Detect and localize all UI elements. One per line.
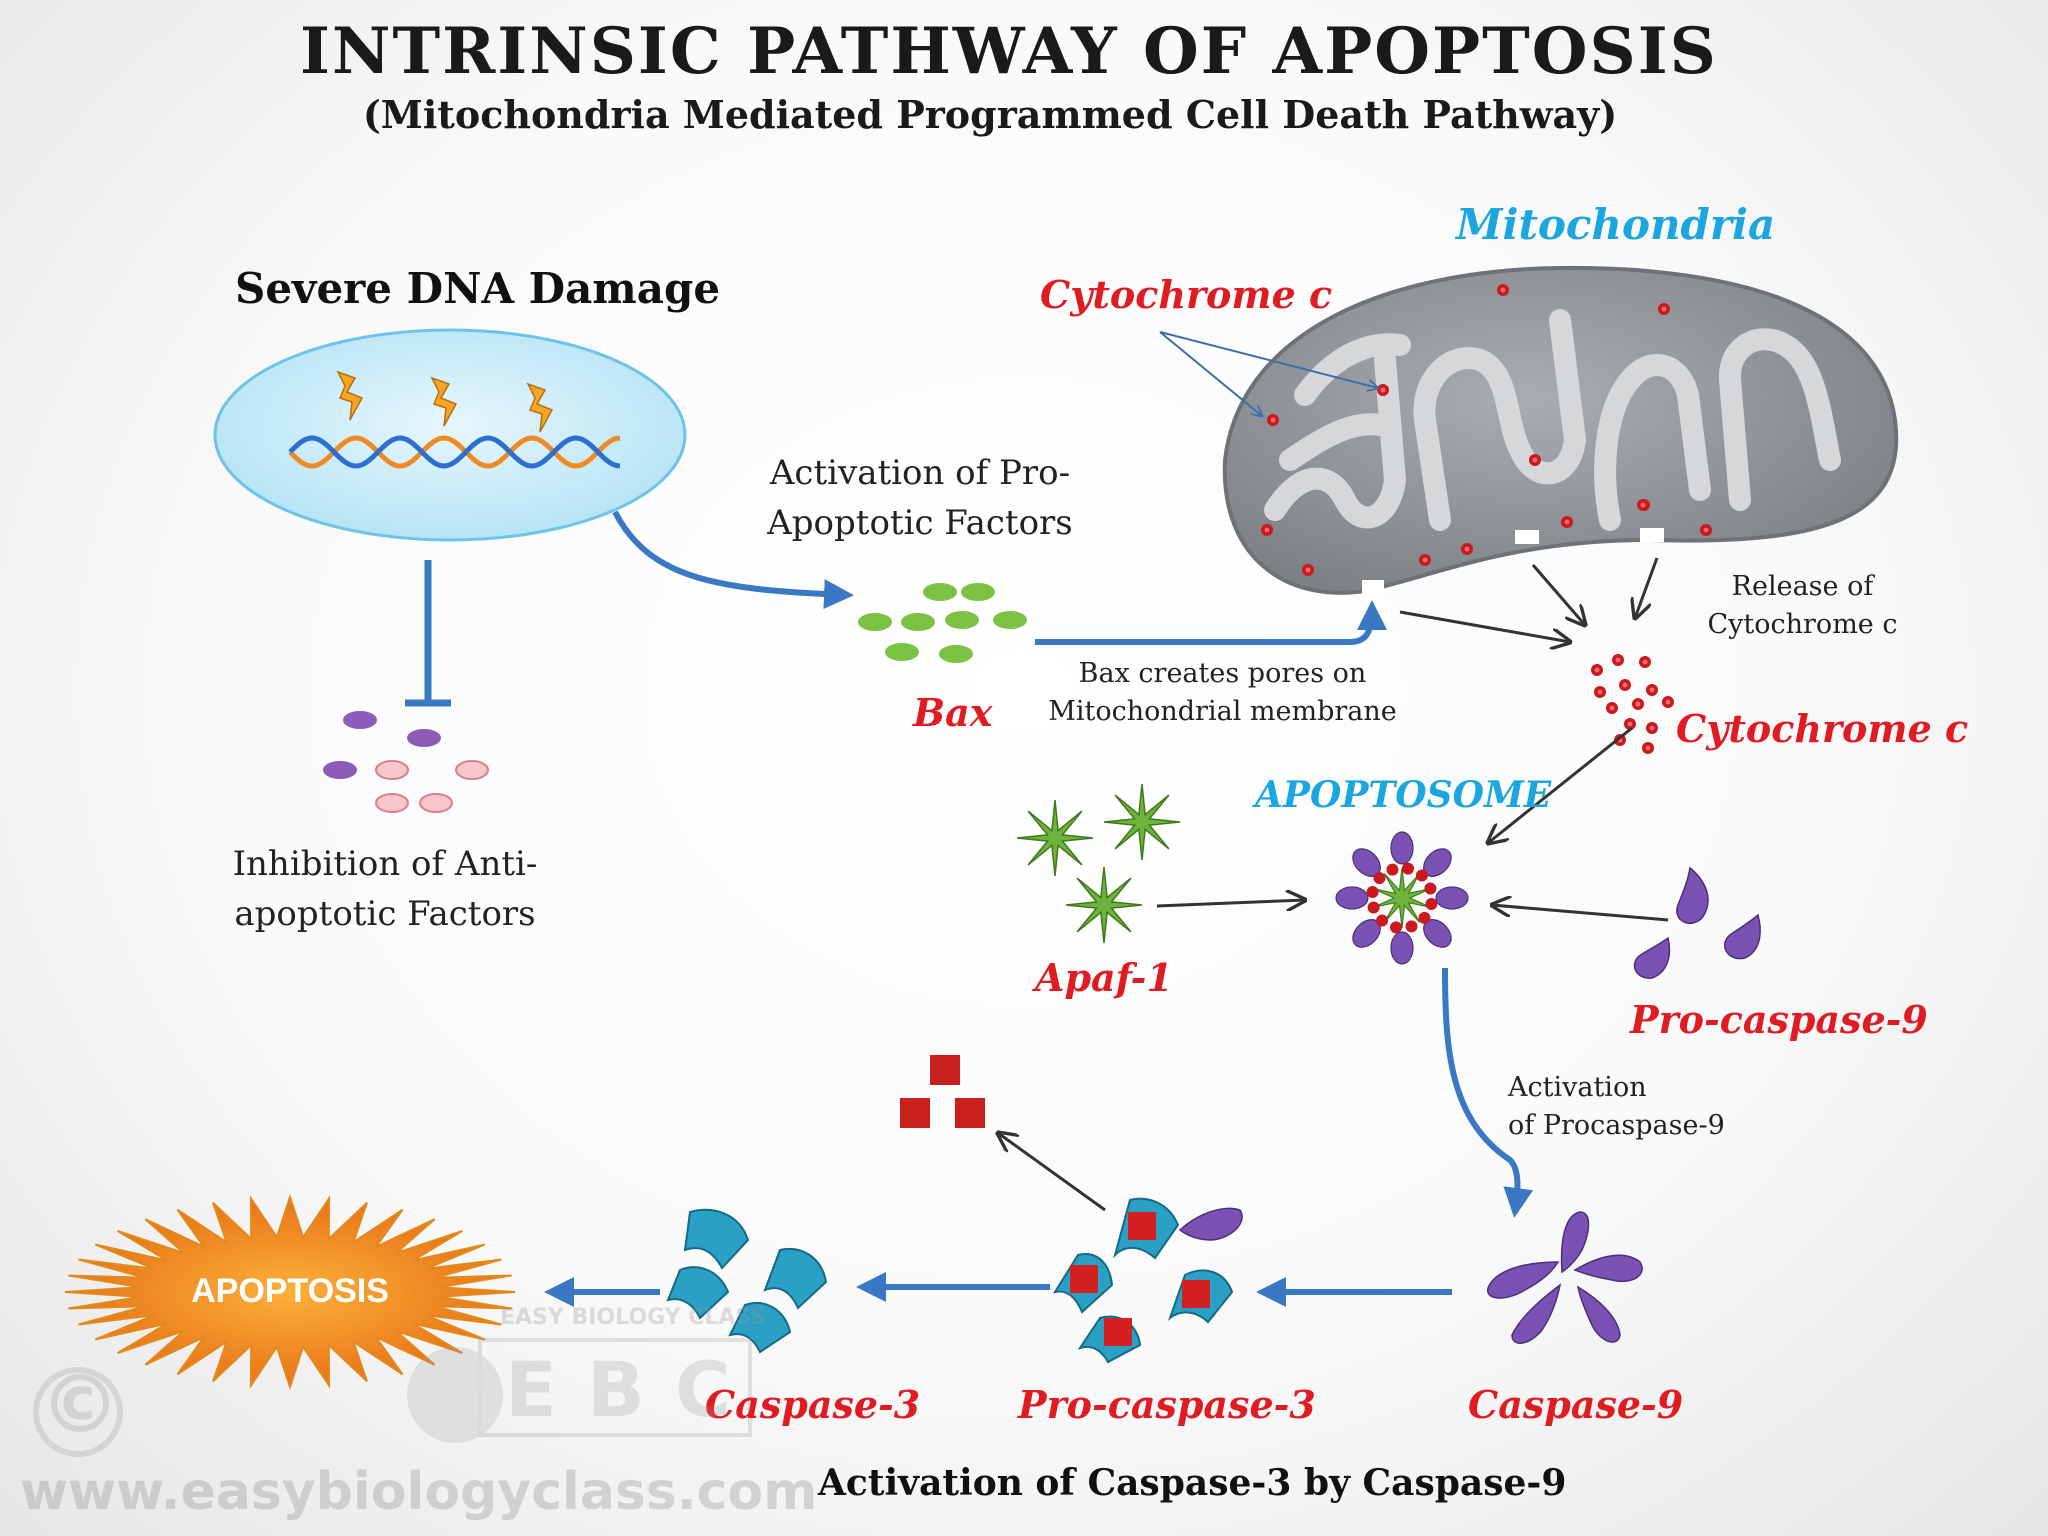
procaspase9-label: Pro-caspase-9 <box>1630 997 1928 1042</box>
bottom-caption: Activation of Caspase-3 by Caspase-9 <box>818 1462 1567 1504</box>
bax-pores-line1: Bax creates pores on <box>1078 658 1367 689</box>
caspase3-label: Caspase-3 <box>705 1382 921 1427</box>
dna-double-helix <box>288 435 621 469</box>
apaf1-proteins <box>1016 783 1181 944</box>
activation-procaspase9-line1: Activation <box>1508 1072 1647 1103</box>
apaf-to-apoptosome-arrow <box>1156 900 1305 906</box>
bax-proteins <box>858 583 1027 663</box>
dna-damage-heading: Severe DNA Damage <box>235 264 721 313</box>
apaf1-label: Apaf-1 <box>1035 955 1173 1000</box>
watermark-copyright: © <box>40 1358 120 1451</box>
inhibition-label-line2: apoptotic Factors <box>234 894 536 934</box>
bax-pore-arrow <box>1035 600 1387 645</box>
caspase9-label: Caspase-9 <box>1468 1382 1684 1427</box>
procaspase9-activation-arrow <box>1442 967 1534 1218</box>
activation-pro-apoptotic-line2: Apoptotic Factors <box>767 503 1073 543</box>
bax-pores-line2: Mitochondrial membrane <box>1048 696 1397 727</box>
procaspase3-proteins <box>1052 1197 1243 1364</box>
free-cytochrome-label: Cytochrome c <box>1676 706 1969 751</box>
procaspase9-proteins <box>1633 866 1761 979</box>
procaspase3-label: Pro-caspase-3 <box>1018 1382 1316 1427</box>
watermark-logo <box>33 1338 752 1457</box>
anti-apoptotic-factors <box>323 711 489 813</box>
activation-procaspase9-line2: of Procaspase-9 <box>1508 1110 1725 1141</box>
nucleus-dna-damage <box>213 328 687 542</box>
mitochondria-label: Mitochondria <box>1456 200 1776 249</box>
released-prodomain-fragments <box>900 1055 985 1128</box>
cytochrome-to-apoptosome-arrow <box>1488 726 1633 843</box>
mitochondrion <box>1222 265 1899 595</box>
free-cytochrome-c <box>1591 654 1674 754</box>
bax-label: Bax <box>913 690 993 735</box>
apoptosis-label: APOPTOSIS <box>191 1272 389 1310</box>
apoptosis-starburst <box>64 1193 516 1391</box>
apoptosome-label: APOPTOSOME <box>1255 774 1552 816</box>
procaspase9-to-apoptosome-arrow <box>1492 905 1669 922</box>
lightning-bolt-icon <box>336 370 554 433</box>
watermark-url: www.easybiologyclass.com <box>20 1462 818 1522</box>
activation-pro-apoptotic-line1: Activation of Pro- <box>769 453 1071 493</box>
caspase3-proteins <box>666 1208 828 1354</box>
release-arrows <box>1399 557 1659 642</box>
watermark-logo-letters: EBC <box>505 1345 761 1434</box>
caspase9-proteins <box>1487 1211 1643 1344</box>
page-title: INTRINSIC PATHWAY OF APOPTOSIS <box>300 14 1718 89</box>
cytochrome-pointer-lines <box>1159 331 1378 416</box>
release-cytochrome-line2: Cytochrome c <box>1707 609 1898 640</box>
watermark-logo-arc: EASY BIOLOGY CLASS <box>500 1305 767 1330</box>
mitochondria-cytochrome-label: Cytochrome c <box>1040 272 1333 317</box>
page-subtitle: (Mitochondria Mediated Programmed Cell D… <box>362 92 1618 137</box>
inhibition-label-line1: Inhibition of Anti- <box>232 844 538 884</box>
fragment-release-arrow <box>998 1133 1106 1212</box>
apoptosome-complex <box>1335 831 1469 965</box>
release-cytochrome-line1: Release of <box>1731 571 1874 602</box>
activation-arrow <box>612 510 854 610</box>
inhibition-arrow <box>405 560 451 707</box>
